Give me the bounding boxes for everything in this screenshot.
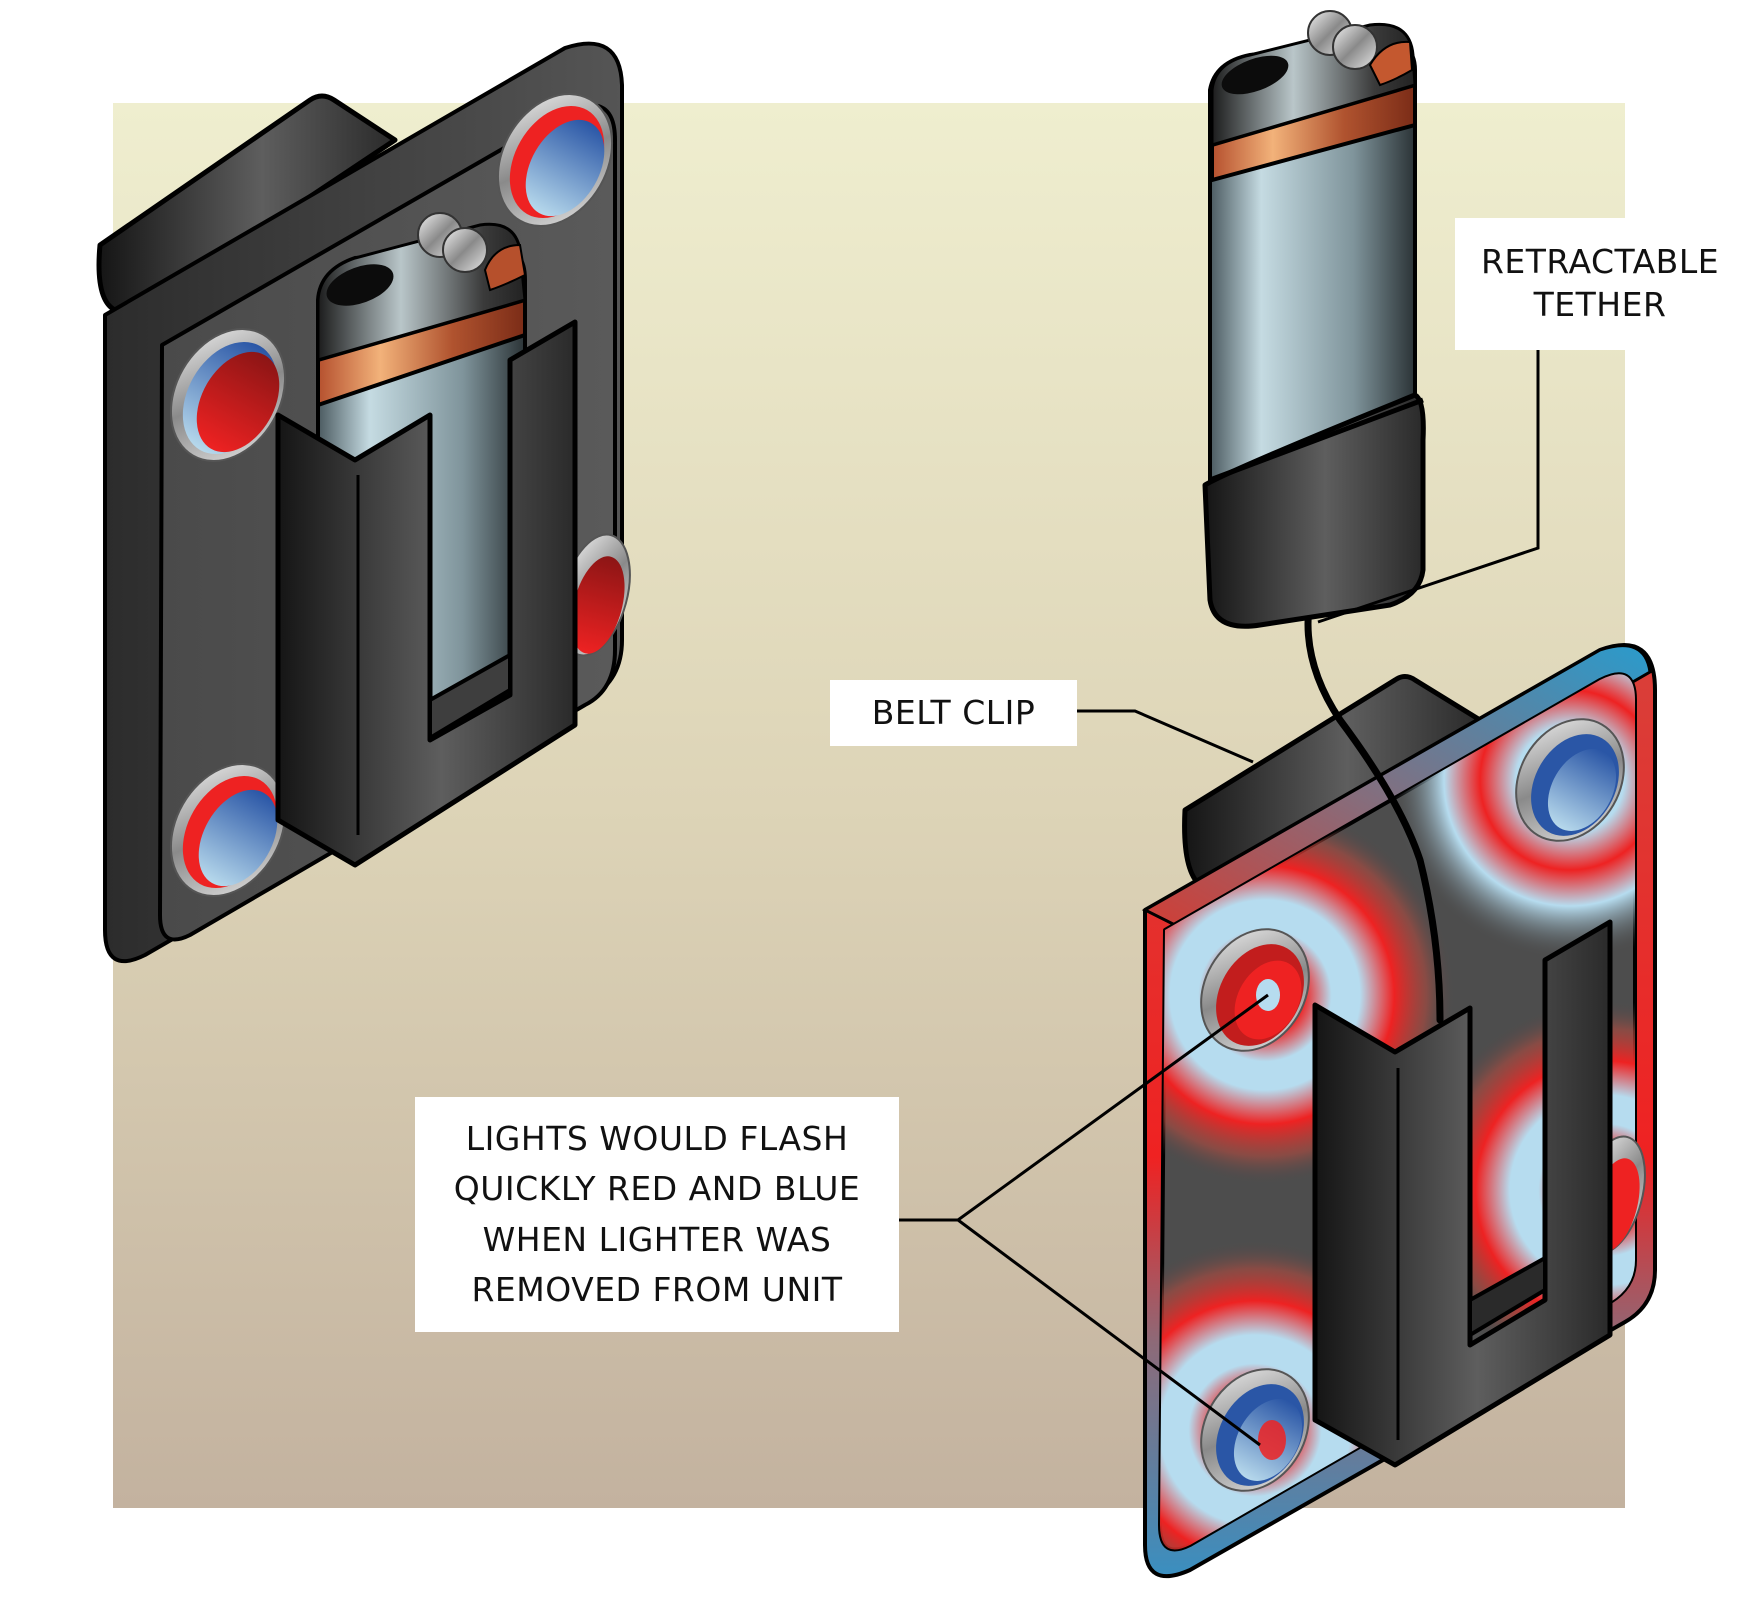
tether-cord xyxy=(1304,596,1444,1024)
label-line: TETHER xyxy=(1533,285,1667,324)
label-line: LIGHTS WOULD FLASH xyxy=(465,1119,849,1159)
label-line: RETRACTABLE xyxy=(1480,242,1720,282)
tether-leader xyxy=(1317,348,1540,624)
light-bottom-right xyxy=(559,533,631,657)
callout-lines xyxy=(899,348,1540,1447)
label-line: BELT CLIP xyxy=(871,692,1036,732)
belt-clip-leader xyxy=(1077,709,1254,764)
light-bottom-left xyxy=(169,763,287,897)
lighter-inserted xyxy=(316,212,527,774)
holder-sleeve-right xyxy=(1312,919,1613,1468)
light-top-left xyxy=(169,328,287,462)
label-line: REMOVED FROM UNIT xyxy=(471,1269,843,1309)
lighter-removed xyxy=(1202,10,1426,629)
light-right-top-right xyxy=(1515,718,1625,842)
label-line: QUICKLY RED AND BLUE xyxy=(453,1169,861,1209)
holder-with-lighter xyxy=(96,41,631,964)
light-top-right xyxy=(496,93,614,227)
light-right-bottom-left xyxy=(1200,1368,1310,1492)
label-line: WHEN LIGHTER WAS xyxy=(482,1219,832,1259)
lights-note-label: LIGHTS WOULD FLASH QUICKLY RED AND BLUE … xyxy=(415,1097,899,1332)
belt-clip-label: BELT CLIP xyxy=(830,680,1077,746)
holder-sleeve xyxy=(275,319,578,868)
retractable-tether-label: RETRACTABLE TETHER xyxy=(1455,218,1745,350)
lights-leader-bottom xyxy=(957,1218,1261,1447)
